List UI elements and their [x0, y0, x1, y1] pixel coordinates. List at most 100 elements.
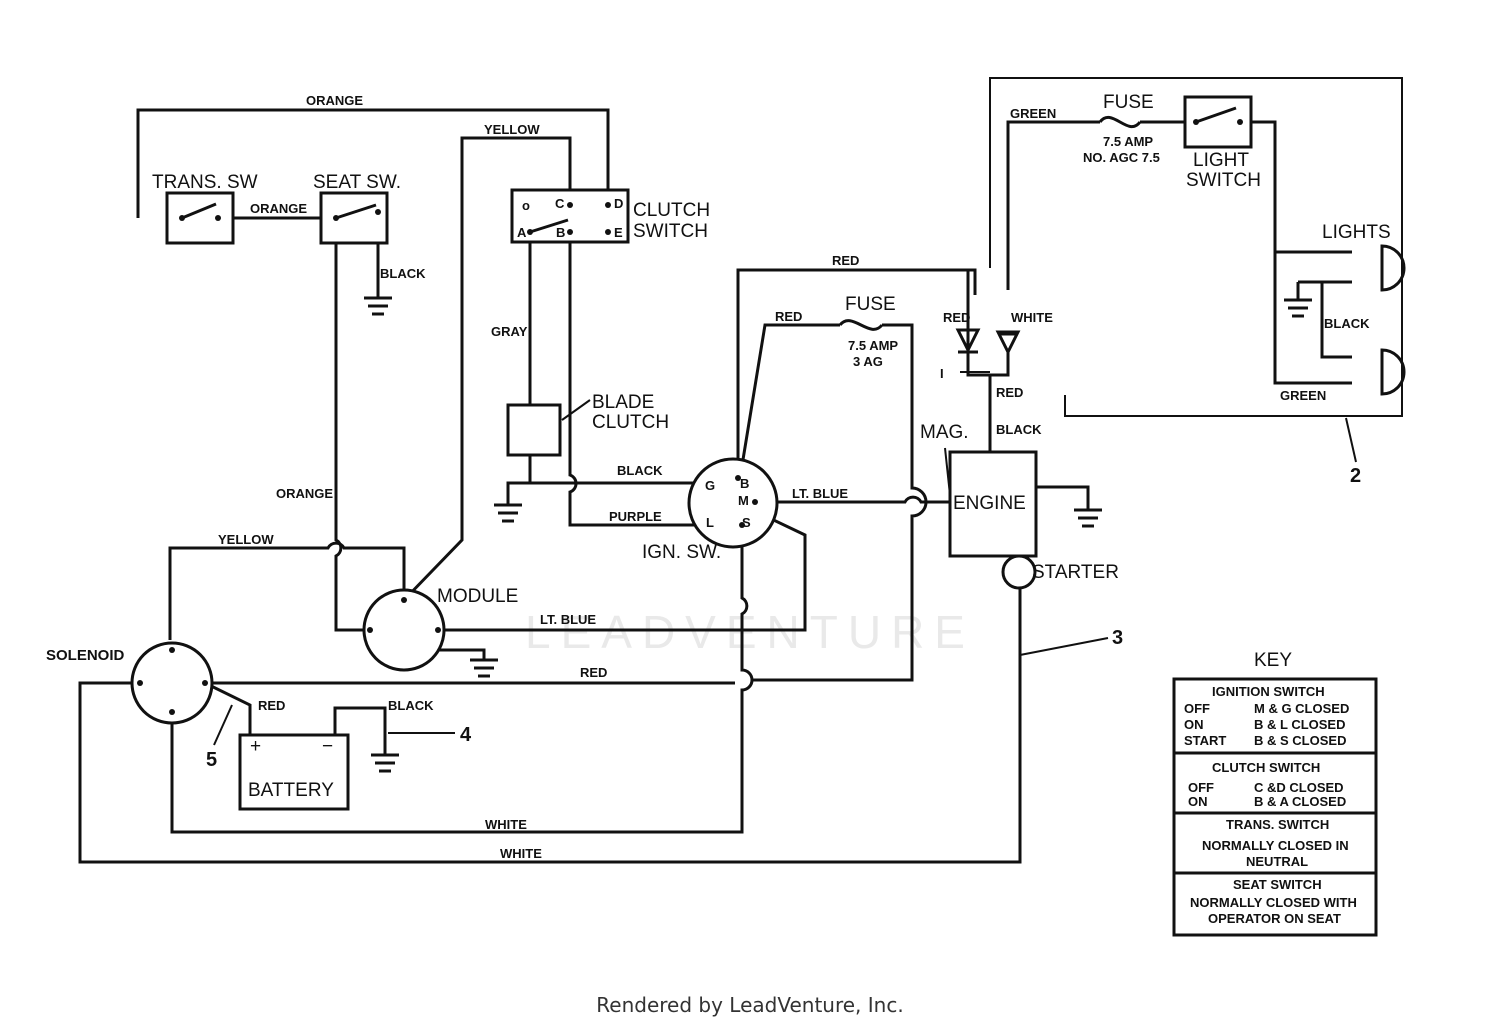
- key-seat-line2: OPERATOR ON SEAT: [1208, 911, 1341, 926]
- fuse-label: FUSE: [845, 294, 896, 315]
- wire-label-white-diode: WHITE: [1011, 310, 1053, 325]
- seat-sw-label: SEAT SW.: [313, 172, 401, 193]
- callouts: 2 3 4 5: [206, 417, 1361, 771]
- ign-terminal-s: S: [742, 515, 751, 530]
- light-switch: LIGHT SWITCH: [1183, 95, 1261, 191]
- key-table: KEY IGNITION SWITCH OFF M & G CLOSED ON …: [1172, 650, 1378, 937]
- fuse2-link: [1098, 115, 1142, 129]
- wire-diode-white: [1006, 120, 1100, 290]
- callout-2: 2: [1350, 465, 1361, 487]
- wire-yellow-left: [168, 541, 406, 640]
- key-clutch-state-1: ON: [1188, 794, 1208, 809]
- callout-4: 4: [460, 724, 472, 746]
- terminal-e: E: [614, 225, 623, 240]
- key-ign-value-0: M & G CLOSED: [1254, 701, 1349, 716]
- wire-label-black-lights: BLACK: [1324, 316, 1370, 331]
- lighting-kit-boundary: [989, 77, 1403, 417]
- wire-yellow-top: [402, 136, 572, 602]
- ign-terminal-b: B: [740, 476, 749, 491]
- ignition-switch: B G M L S IGN. SW.: [642, 457, 779, 563]
- wire-blade-ground: [506, 481, 530, 505]
- key-ign-state-0: OFF: [1184, 701, 1210, 716]
- light-fuse-rating-2: NO. AGC 7.5: [1083, 150, 1160, 165]
- wire-black-battery: [333, 706, 387, 755]
- solenoid-label: SOLENOID: [46, 647, 125, 664]
- key-clutch-value-1: B & A CLOSED: [1254, 794, 1346, 809]
- terminal-d: D: [614, 196, 623, 211]
- wire-red-fuse: [738, 323, 840, 479]
- terminal-c: C: [555, 196, 565, 211]
- wire-engine-ground: [1036, 485, 1090, 510]
- wire-label-red-diode: RED: [943, 310, 970, 325]
- wire-label-orange-top: ORANGE: [306, 93, 363, 108]
- terminal-b: B: [556, 225, 565, 240]
- wire-diode-bottom: [988, 352, 1010, 452]
- wire-diode-red: [966, 270, 990, 377]
- fuse-link: [838, 319, 884, 331]
- blade-clutch-label-2: CLUTCH: [592, 412, 669, 433]
- light-fuse: FUSE 7.5 AMP NO. AGC 7.5: [1083, 92, 1160, 165]
- watermark: LEADVENTURE: [525, 606, 975, 658]
- key-seat-heading: SEAT SWITCH: [1233, 877, 1322, 892]
- lights: LIGHTS: [1322, 222, 1406, 396]
- callout-3: 3: [1112, 627, 1123, 649]
- key-ign-value-1: B & L CLOSED: [1254, 717, 1346, 732]
- key-trans-line1: NORMALLY CLOSED IN: [1202, 838, 1349, 853]
- wire-label-yellow-left: YELLOW: [218, 532, 274, 547]
- ign-terminal-m: M: [738, 493, 749, 508]
- key-ignition-heading: IGNITION SWITCH: [1212, 684, 1325, 699]
- footer-credit: Rendered by LeadVenture, Inc.: [596, 993, 904, 1017]
- light-switch-label-2: SWITCH: [1186, 170, 1261, 191]
- wire-label-white-outer: WHITE: [500, 846, 542, 861]
- wire-label-black-battery: BLACK: [388, 698, 434, 713]
- wire-label-green-bottom: GREEN: [1280, 388, 1326, 403]
- light-switch-label-1: LIGHT: [1193, 150, 1249, 171]
- key-seat-line1: NORMALLY CLOSED WITH: [1190, 895, 1357, 910]
- key-clutch-heading: CLUTCH SWITCH: [1212, 760, 1320, 775]
- module-label: MODULE: [437, 586, 518, 607]
- clutch-switch: o C D A B E CLUTCH SWITCH: [510, 188, 710, 244]
- wire-label-black-clutch: BLACK: [617, 463, 663, 478]
- ign-terminal-g: G: [705, 478, 715, 493]
- wire-clutch-b: [568, 232, 708, 527]
- wire-lt-blue-engine: [755, 495, 950, 504]
- wire-label-red-fuse: RED: [775, 309, 802, 324]
- wire-labels: ORANGE ORANGE ORANGE YELLOW YELLOW BLACK…: [218, 93, 1370, 861]
- blade-clutch-label-1: BLADE: [592, 392, 654, 413]
- lights-label: LIGHTS: [1322, 222, 1391, 243]
- wire-orange-left: [334, 218, 370, 632]
- callout-5: 5: [206, 749, 217, 771]
- wire-label-red-battery: RED: [258, 698, 285, 713]
- key-trans-line2: NEUTRAL: [1246, 854, 1308, 869]
- key-ign-state-1: ON: [1184, 717, 1204, 732]
- wire-label-green-top: GREEN: [1010, 106, 1056, 121]
- wire-label-red-top: RED: [832, 253, 859, 268]
- wire-label-red-mag: RED: [996, 385, 1023, 400]
- module: MODULE: [362, 586, 518, 672]
- wire-red-top: [736, 268, 977, 478]
- blade-clutch: BLADE CLUTCH: [506, 392, 669, 457]
- key-clutch-state-0: OFF: [1188, 780, 1214, 795]
- wire-label-orange-left: ORANGE: [276, 486, 333, 501]
- light-fuse-label: FUSE: [1103, 92, 1154, 113]
- mag-label: MAG.: [920, 422, 969, 443]
- wire-label-white-inner: WHITE: [485, 817, 527, 832]
- trans-switch: TRANS. SW: [152, 172, 258, 245]
- battery: + − BATTERY: [238, 733, 350, 811]
- engine: ENGINE MAG. STARTER: [920, 422, 1119, 590]
- ign-sw-label: IGN. SW.: [642, 542, 721, 563]
- solenoid: SOLENOID: [46, 641, 214, 725]
- wire-label-lt-blue-module: LT. BLUE: [540, 612, 596, 627]
- battery-plus: +: [250, 736, 261, 757]
- ground-symbols: [364, 296, 1312, 773]
- key-ign-value-2: B & S CLOSED: [1254, 733, 1346, 748]
- wire-label-purple: PURPLE: [609, 509, 662, 524]
- battery-label: BATTERY: [248, 780, 334, 801]
- seat-switch: SEAT SW.: [313, 172, 401, 245]
- fuse-rating-2: 3 AG: [853, 354, 883, 369]
- key-clutch-value-0: C &D CLOSED: [1254, 780, 1344, 795]
- wire-ign-s-down: [170, 525, 754, 834]
- wire-label-red-long: RED: [580, 665, 607, 680]
- wire-label-lt-blue-engine: LT. BLUE: [792, 486, 848, 501]
